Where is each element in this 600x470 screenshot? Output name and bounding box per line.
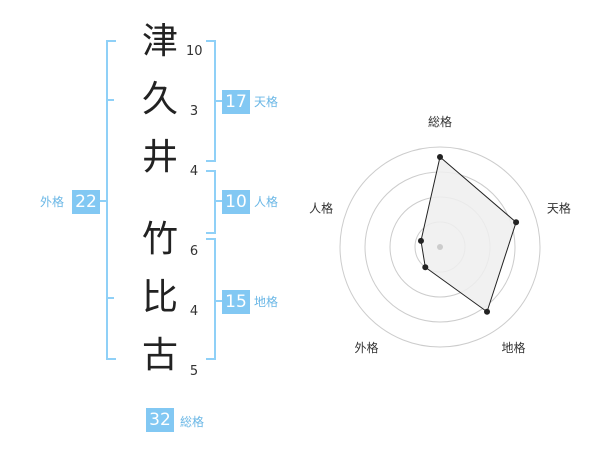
radar-axis-label-5: 人格 xyxy=(309,200,333,215)
gaikaku-label: 外格 xyxy=(40,195,65,209)
radar-axis-label-3: 地格 xyxy=(501,340,525,355)
name-char-4: 竹 xyxy=(141,219,178,260)
soukaku-value: 32 xyxy=(146,408,174,432)
radar-center xyxy=(437,244,443,250)
chikaku-label: 地格 xyxy=(254,295,279,309)
name-char-5: 比 xyxy=(141,277,178,318)
tenkaku-value: 17 xyxy=(222,90,250,114)
radar-axis-label-1: 総格 xyxy=(428,114,452,129)
radar-point-5 xyxy=(417,237,424,244)
tenkaku-label: 天格 xyxy=(254,95,279,109)
radar-point-2 xyxy=(513,219,520,226)
stroke-count-6: 5 xyxy=(189,364,199,379)
gaikaku-value: 22 xyxy=(72,190,100,214)
jinkaku-label: 人格 xyxy=(254,195,279,209)
radar-point-4 xyxy=(422,264,429,271)
tenkaku-connector xyxy=(214,100,222,102)
jinkaku-bracket xyxy=(206,170,216,234)
name-char-2: 久 xyxy=(141,79,178,120)
radar-area xyxy=(420,156,517,313)
chikaku-value: 15 xyxy=(222,290,250,314)
bracket-tick xyxy=(106,297,114,299)
stroke-count-1: 10 xyxy=(186,44,203,59)
soukaku-label: 総格 xyxy=(180,415,205,429)
gaikaku-connector xyxy=(98,200,108,202)
radar-axis-label-4: 外格 xyxy=(355,340,379,355)
radar-point-3 xyxy=(484,308,491,315)
radar-point-1 xyxy=(437,154,443,160)
stroke-count-5: 4 xyxy=(189,304,199,319)
jinkaku-value: 10 xyxy=(222,190,250,214)
stroke-count-2: 3 xyxy=(189,104,199,119)
stroke-count-3: 4 xyxy=(189,164,199,179)
bracket-tick xyxy=(106,99,114,101)
name-char-3: 井 xyxy=(141,137,178,178)
jinkaku-connector xyxy=(214,200,222,202)
radar-ring xyxy=(339,146,541,348)
radar-axis-label-2: 天格 xyxy=(547,200,571,215)
name-char-1: 津 xyxy=(141,21,178,62)
chikaku-connector xyxy=(214,300,222,302)
name-char-6: 古 xyxy=(141,335,178,376)
chikaku-bracket xyxy=(206,238,216,360)
stroke-count-4: 6 xyxy=(189,244,199,259)
